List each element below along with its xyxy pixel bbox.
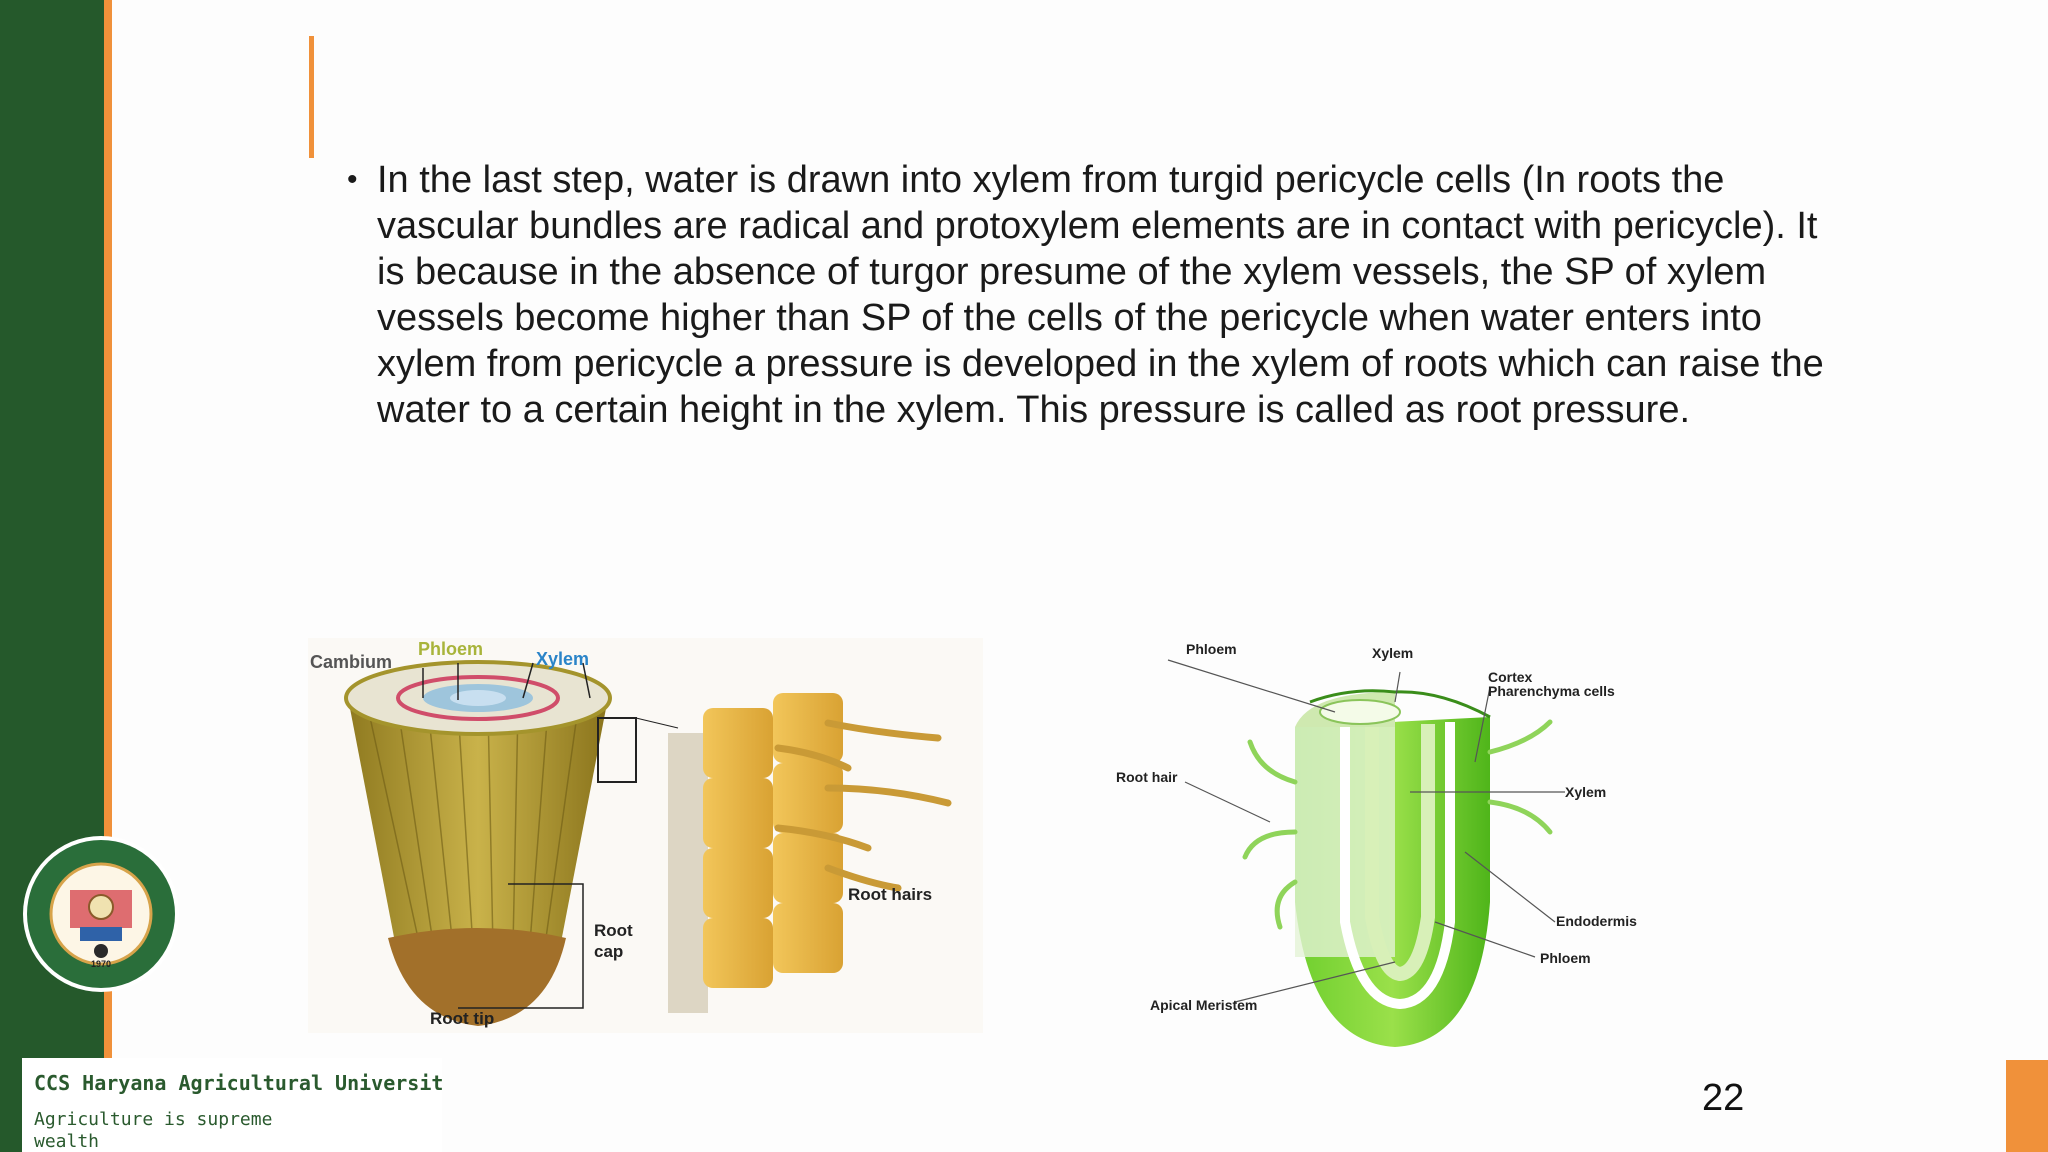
footer-branding: CCS Haryana Agricultural University Agri… xyxy=(22,1058,442,1152)
bullet-dot-icon: • xyxy=(347,163,358,196)
root-tip-illustration: Cambium Phloem Xylem Root hairs Root cap… xyxy=(308,638,983,1033)
label-root-tip: Root tip xyxy=(430,1009,494,1028)
title-accent-bar xyxy=(309,36,314,158)
page-number: 22 xyxy=(1702,1077,1745,1119)
label-xylem-top: Xylem xyxy=(1372,645,1413,661)
sidebar-accent-stripe xyxy=(104,0,112,1152)
label-root-hairs: Root hairs xyxy=(848,885,932,904)
footer-university-name: CCS Haryana Agricultural University xyxy=(34,1071,442,1095)
label-root-hair: Root hair xyxy=(1116,769,1178,785)
label-apical-meristem: Apical Meristem xyxy=(1150,997,1257,1013)
label-root-cap-line1: Root xyxy=(594,921,633,940)
bullet-item: • In the last step, water is drawn into … xyxy=(347,157,1837,433)
label-endodermis: Endodermis xyxy=(1556,913,1637,929)
root-section-illustration: Phloem Xylem Cortex Pharenchyma cells Ro… xyxy=(1110,632,1700,1052)
slide-body: • In the last step, water is drawn into … xyxy=(347,157,1837,433)
label-xylem-mid: Xylem xyxy=(1565,784,1606,800)
label-phloem-bottom: Phloem xyxy=(1540,950,1591,966)
label-phloem-top: Phloem xyxy=(1186,641,1237,657)
corner-accent-block xyxy=(2006,1060,2048,1152)
label-cortex-line1: Cortex xyxy=(1488,669,1533,685)
university-logo: 1970 xyxy=(22,835,180,993)
label-phloem: Phloem xyxy=(418,639,483,659)
label-xylem: Xylem xyxy=(536,649,589,669)
bullet-text: In the last step, water is drawn into xy… xyxy=(377,159,1824,431)
label-cortex-line2: Pharenchyma cells xyxy=(1488,683,1615,699)
logo-year: 1970 xyxy=(91,959,111,969)
label-cambium: Cambium xyxy=(310,652,392,672)
label-root-cap-line2: cap xyxy=(594,942,623,961)
footer-tagline: Agriculture is supreme wealth xyxy=(34,1109,273,1152)
